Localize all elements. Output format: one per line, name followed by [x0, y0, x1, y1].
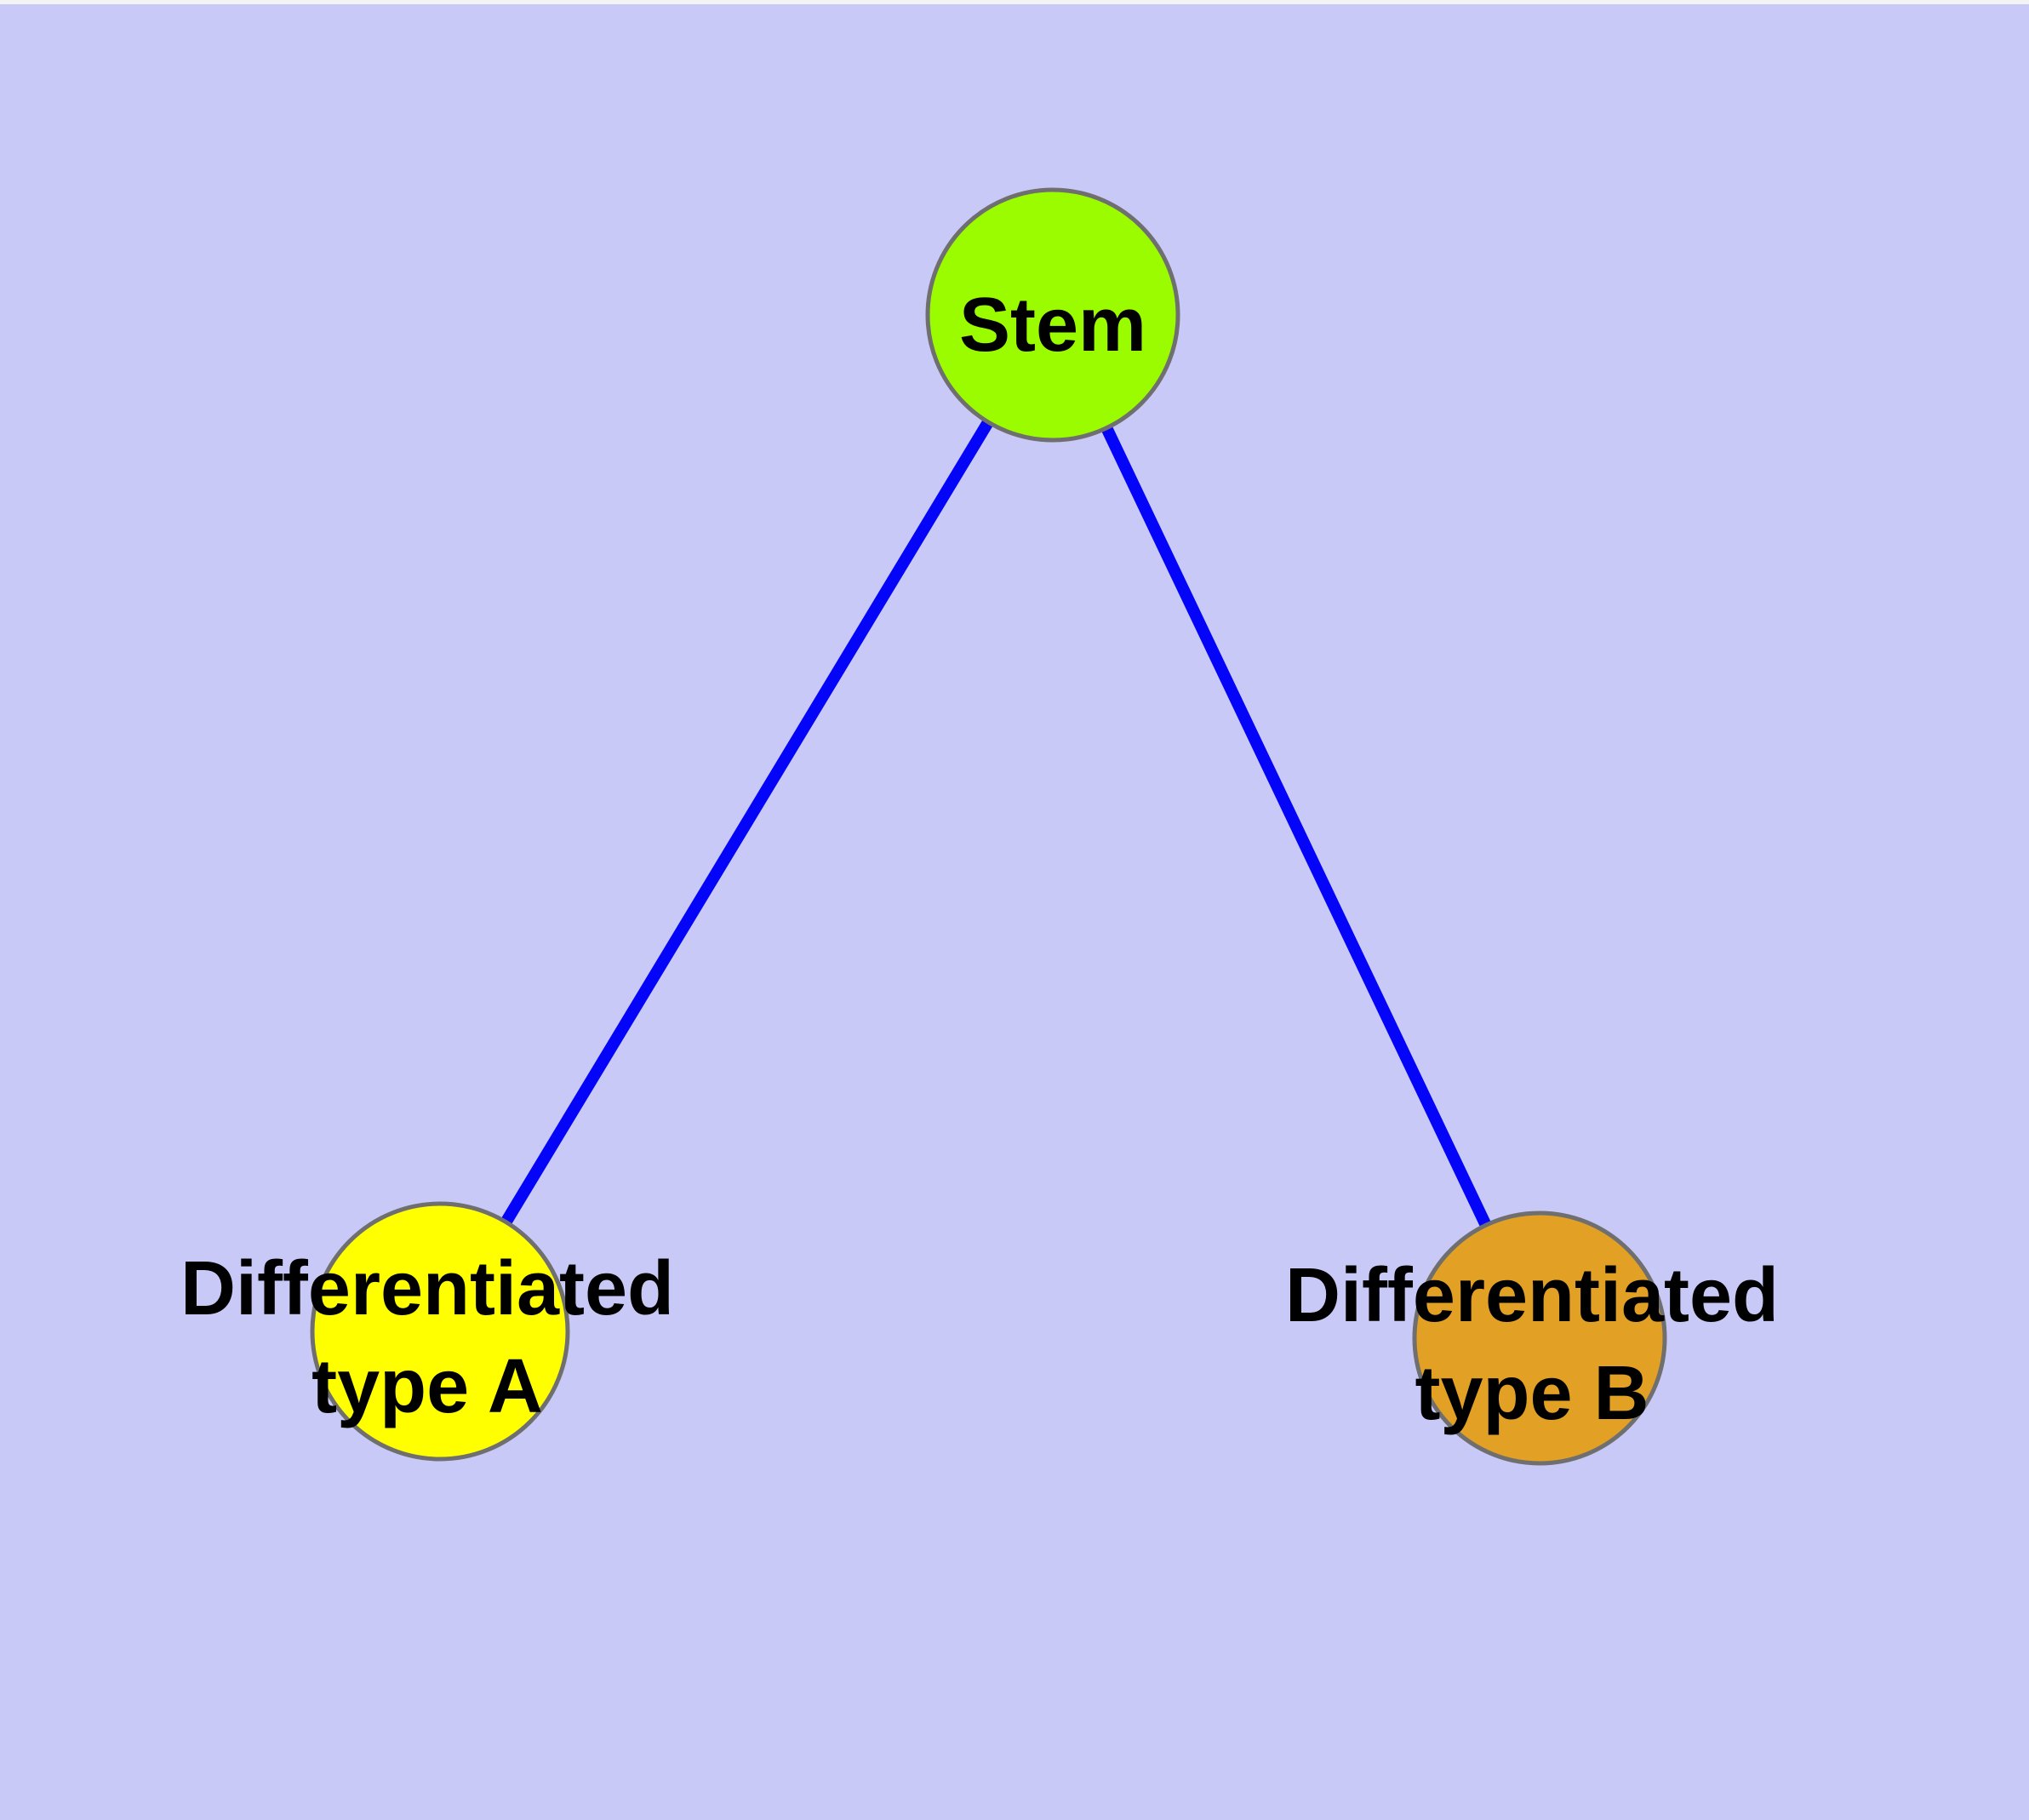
- node-typeA-label-line1: Differentiated: [180, 1246, 674, 1331]
- node-stem-label: Stem: [959, 283, 1146, 368]
- node-typeB-label-line1: Differentiated: [1285, 1253, 1779, 1338]
- node-typeA-circle: [310, 1201, 570, 1462]
- canvas-top-strip: [0, 0, 2029, 4]
- edge-stem-to-typeB: [1047, 312, 1546, 1342]
- edge-stem-to-typeA: [435, 312, 1058, 1335]
- node-typeB-label-line2: type B: [1415, 1351, 1649, 1436]
- node-typeB-circle: [1412, 1210, 1667, 1466]
- node-typeA-label-line2: type A: [311, 1344, 543, 1429]
- node-stem-circle: [925, 187, 1180, 443]
